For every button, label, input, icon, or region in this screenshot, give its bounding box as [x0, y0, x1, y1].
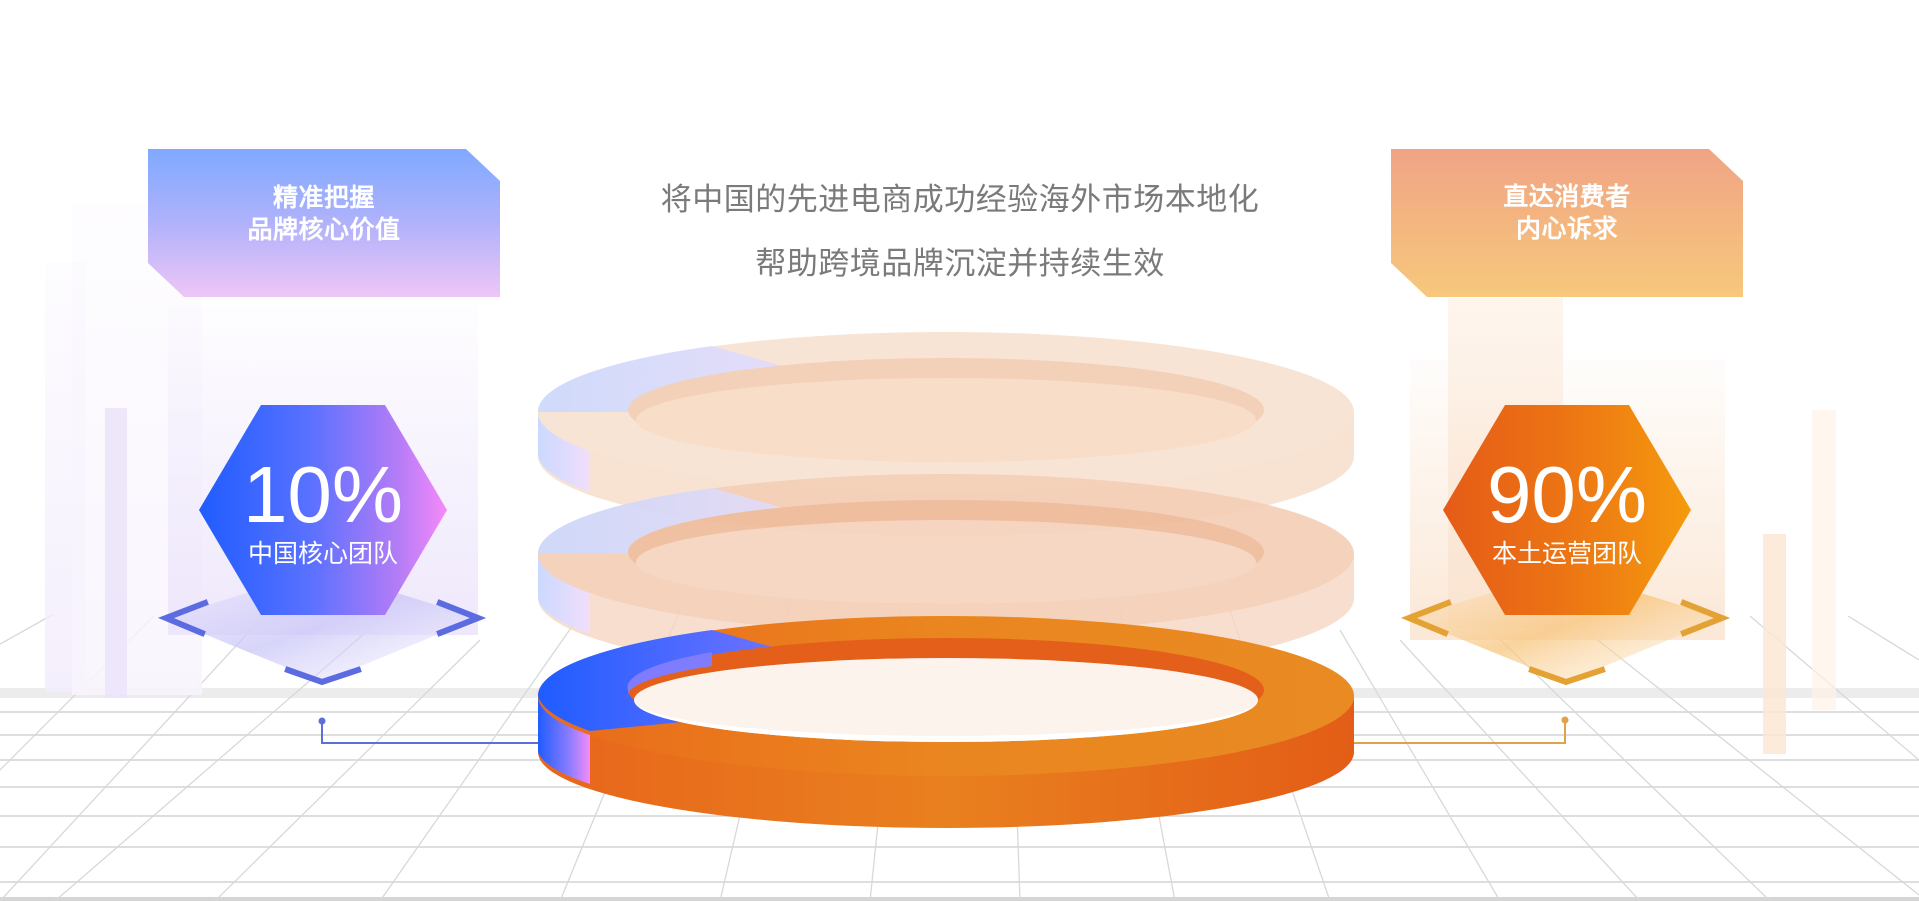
stat-value: 90%	[1486, 450, 1648, 539]
donut-layer-bottom	[537, 616, 1354, 828]
stat-label: 本土运营团队	[1491, 539, 1642, 568]
tag-brand-value-text: 精准把握 品牌核心价值	[247, 183, 401, 244]
decor-pillar	[1812, 410, 1836, 710]
tag-consumer-needs: 直达消费者 内心诉求	[1391, 149, 1743, 297]
stat-value: 10%	[242, 450, 404, 539]
decor-pillar	[105, 408, 127, 698]
tag-consumer-needs-text: 直达消费者 内心诉求	[1503, 182, 1631, 243]
stat-hexagon-local-team: 90% 本土运营团队	[1443, 405, 1691, 615]
stat-label: 中国核心团队	[247, 539, 398, 568]
headline-line-2: 帮助跨境品牌沉淀并持续生效	[755, 246, 1165, 282]
decor-pillar	[1763, 534, 1786, 754]
headline-line-1: 将中国的先进电商成功经验海外市场本地化	[660, 182, 1260, 218]
tag-brand-value: 精准把握 品牌核心价值	[148, 149, 500, 297]
